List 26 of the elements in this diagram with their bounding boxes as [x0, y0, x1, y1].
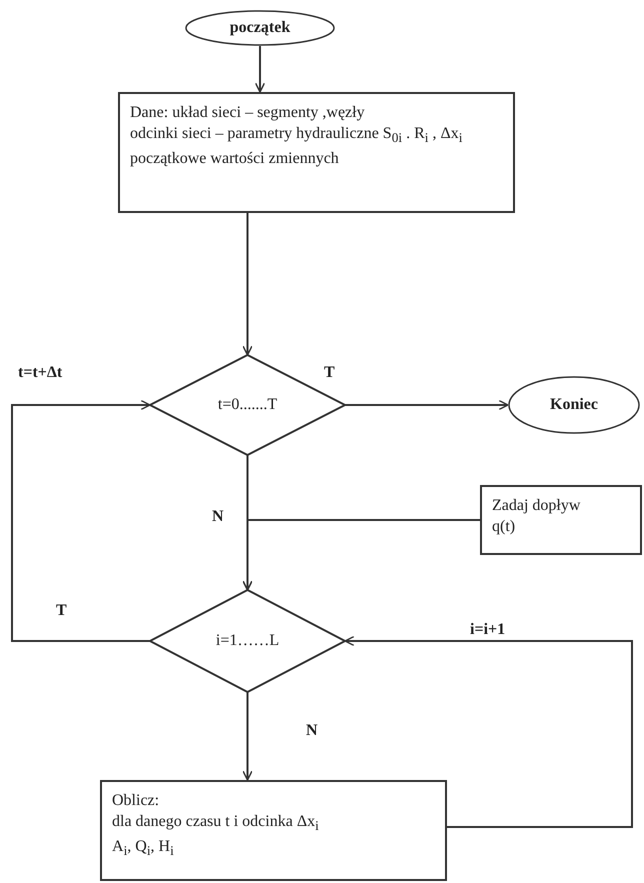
box-text: i=1……L [216, 632, 280, 650]
arrow [11, 400, 151, 642]
box-text: t=0.......T [218, 396, 278, 414]
decision-diamond [150, 355, 345, 455]
box-text: początkowe wartości zmiennych [130, 149, 340, 170]
arrow [254, 46, 266, 93]
box-heading: Oblicz: [112, 791, 160, 811]
box-text: odcinki sieci – parametry hydrauliczne S$_{0i}$ . R$_{i}$ , Δx$_{i}$ [130, 124, 464, 148]
box-text: początek [230, 19, 290, 37]
arrow [242, 213, 253, 356]
arrow [242, 692, 253, 781]
input-box [480, 485, 642, 555]
decision-diamond [150, 590, 345, 692]
arrow [242, 519, 480, 591]
box-text: Koniec [550, 396, 598, 414]
process-box [118, 92, 515, 213]
box-text: Zadaj dopływ [492, 496, 582, 516]
box-text: Dane: układ sieci – segmenty ,węzły [130, 103, 366, 123]
end-terminal [508, 376, 640, 434]
box-text: A$_{i}$, Q$_{i}$, H$_{i}$ [112, 837, 175, 860]
box-text: q(t) [492, 517, 516, 537]
start-terminal [185, 10, 335, 46]
arrow [345, 400, 509, 410]
box-text: dla danego czasu t i odcinka Δx$_{i}$ [112, 812, 320, 836]
arrow [344, 636, 633, 828]
process-box [100, 780, 447, 881]
